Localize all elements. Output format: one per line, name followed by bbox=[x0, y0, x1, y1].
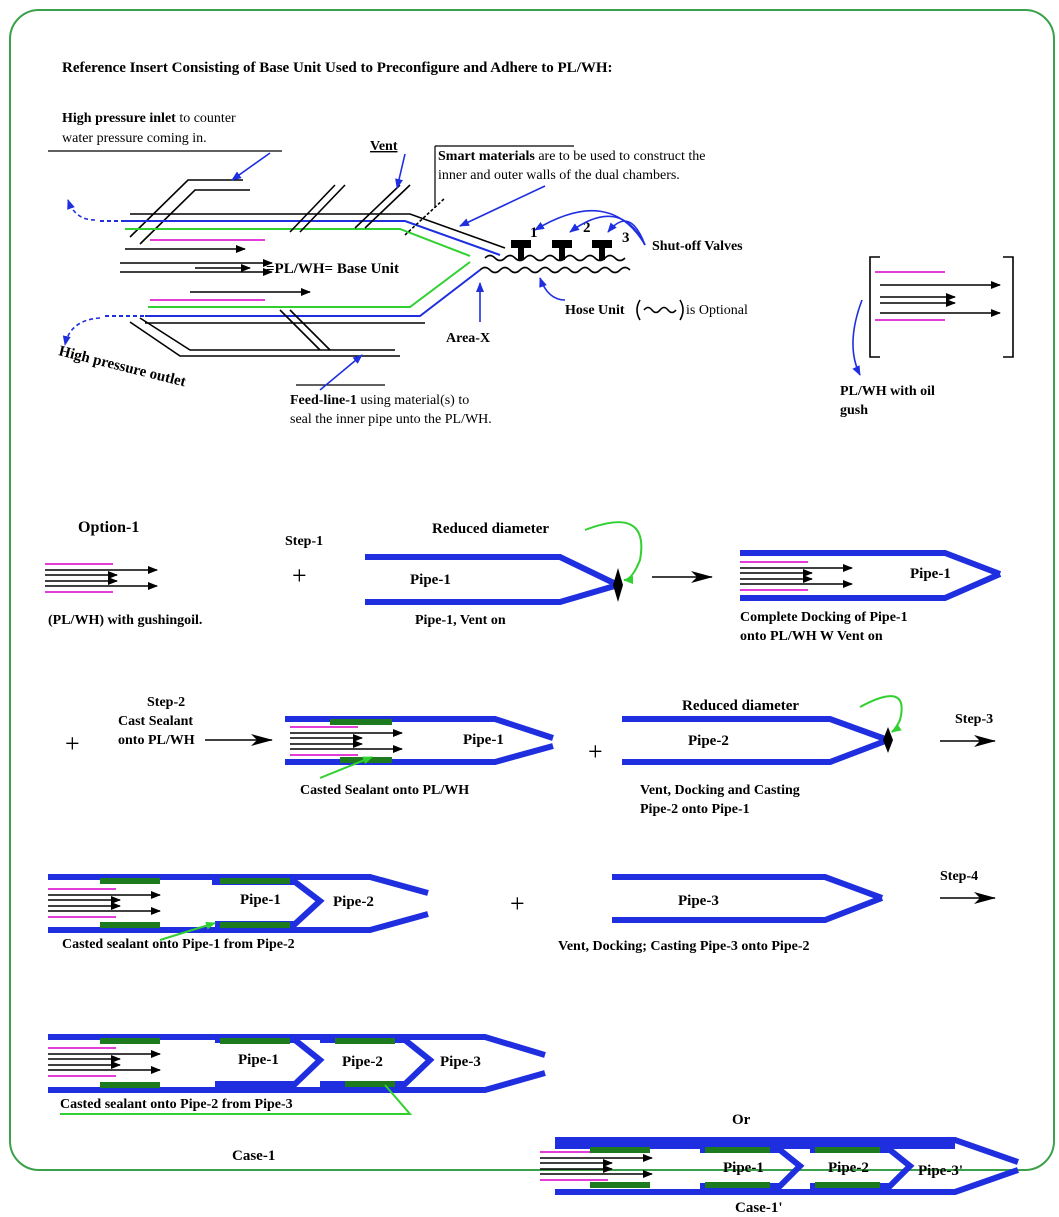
shutoff-valves-label: Shut-off Valves bbox=[652, 239, 743, 254]
pipe-1-label-2: Pipe-1 bbox=[463, 732, 504, 748]
row-3: Pipe-1 Pipe-2 Casted sealant onto Pipe-1… bbox=[48, 869, 996, 954]
outlet-label: High pressure outlet bbox=[57, 343, 187, 390]
case-1-label: Case-1 bbox=[232, 1148, 275, 1164]
alt-pipe-2-label: Pipe-2 bbox=[828, 1160, 869, 1176]
row-2: + Step-2 Cast Sealant onto PL/WH Pipe-1 … bbox=[65, 695, 996, 817]
plus-1: + bbox=[292, 561, 307, 590]
alt-pipe-3-label: Pipe-3' bbox=[918, 1163, 963, 1179]
pipe-2-label-4: Pipe-2 bbox=[342, 1054, 383, 1070]
oil-gush-label-line2: gush bbox=[840, 403, 868, 418]
docked-caption-line1: Complete Docking of Pipe-1 bbox=[740, 610, 908, 625]
plus-2b: + bbox=[588, 737, 603, 766]
pipe-2-label: Pipe-2 bbox=[688, 733, 729, 749]
reduced-diameter-label-2: Reduced diameter bbox=[682, 698, 799, 714]
hose-unit-label: Hose Unit bbox=[565, 303, 625, 318]
casted-sealant-label-4: Casted sealant onto Pipe-2 from Pipe-3 bbox=[60, 1097, 293, 1112]
plus-2a: + bbox=[65, 729, 80, 758]
valve-1-label: 1 bbox=[530, 225, 538, 241]
smart-materials-label: Smart materials are to be used to constr… bbox=[438, 149, 705, 164]
docked-caption-line2: onto PL/WH W Vent on bbox=[740, 629, 883, 644]
valve-3-label: 3 bbox=[622, 230, 630, 246]
smart-materials-line2: inner and outer walls of the dual chambe… bbox=[438, 168, 680, 183]
area-x-label: Area-X bbox=[446, 331, 490, 346]
step-3-label: Step-3 bbox=[955, 712, 993, 727]
oil-gush-box: PL/WH with oil gush bbox=[840, 256, 1014, 418]
vent-docking-label: Vent, Docking and Casting bbox=[640, 783, 800, 798]
step-1-label: Step-1 bbox=[285, 534, 323, 549]
docked-pipe-1-label: Pipe-1 bbox=[910, 566, 951, 582]
pipe-2-label-3: Pipe-2 bbox=[333, 894, 374, 910]
casted-sealant-label-3: Casted sealant onto Pipe-1 from Pipe-2 bbox=[62, 937, 295, 952]
or-label: Or bbox=[732, 1112, 751, 1128]
cast-sealant-label: Cast Sealant bbox=[118, 714, 193, 729]
casted-sealant-label: Casted Sealant onto PL/WH bbox=[300, 783, 469, 798]
case-1-prime-label: Case-1' bbox=[735, 1200, 783, 1216]
oil-gush-label: PL/WH with oil bbox=[840, 384, 935, 399]
page-title: Reference Insert Consisting of Base Unit… bbox=[62, 60, 613, 76]
step-4-label: Step-4 bbox=[940, 869, 978, 884]
vent-label: Vent bbox=[370, 139, 398, 154]
vent-docking-label-line2: Pipe-2 onto Pipe-1 bbox=[640, 802, 750, 817]
diagram-frame bbox=[9, 9, 1055, 1171]
pipe-1-label-3: Pipe-1 bbox=[240, 892, 281, 908]
pipe-1-caption: Pipe-1, Vent on bbox=[415, 613, 506, 628]
step-2-label: Step-2 bbox=[147, 695, 185, 710]
alt-pipe-1-label: Pipe-1 bbox=[723, 1160, 764, 1176]
plus-3: + bbox=[510, 889, 525, 918]
row-4: Pipe-1 Pipe-2 Pipe-3 Casted sealant onto… bbox=[48, 1034, 1019, 1216]
cast-sealant-label-line2: onto PL/WH bbox=[118, 733, 195, 748]
feed-line-label: Feed-line-1 using material(s) to bbox=[290, 393, 469, 408]
pl-wh-caption: (PL/WH) with gushingoil. bbox=[48, 613, 202, 628]
base-unit-diagram: 1 2 3 Vent High pressure inlet to counte… bbox=[48, 111, 748, 427]
base-unit-label: =PL/WH= Base Unit bbox=[266, 261, 399, 277]
vent-docking-label-3: Vent, Docking; Casting Pipe-3 onto Pipe-… bbox=[558, 939, 810, 954]
hose-optional-label: is Optional bbox=[686, 303, 748, 318]
valve-2-label: 2 bbox=[583, 220, 591, 236]
feed-line-line2: seal the inner pipe unto the PL/WH. bbox=[290, 412, 492, 427]
pipe-3-label: Pipe-3 bbox=[678, 893, 719, 909]
pipe-3-label-4: Pipe-3 bbox=[440, 1054, 481, 1070]
inlet-label-line2: water pressure coming in. bbox=[62, 131, 207, 146]
inlet-label: High pressure inlet to counter bbox=[62, 111, 236, 126]
option-1-label: Option-1 bbox=[78, 519, 139, 536]
reduced-diameter-label-1: Reduced diameter bbox=[432, 521, 549, 537]
pipe-1-label-4: Pipe-1 bbox=[238, 1052, 279, 1068]
pipe-1-label: Pipe-1 bbox=[410, 572, 451, 588]
row-1: Option-1 Step-1 + (PL/WH) with gushingoi… bbox=[45, 519, 1002, 644]
